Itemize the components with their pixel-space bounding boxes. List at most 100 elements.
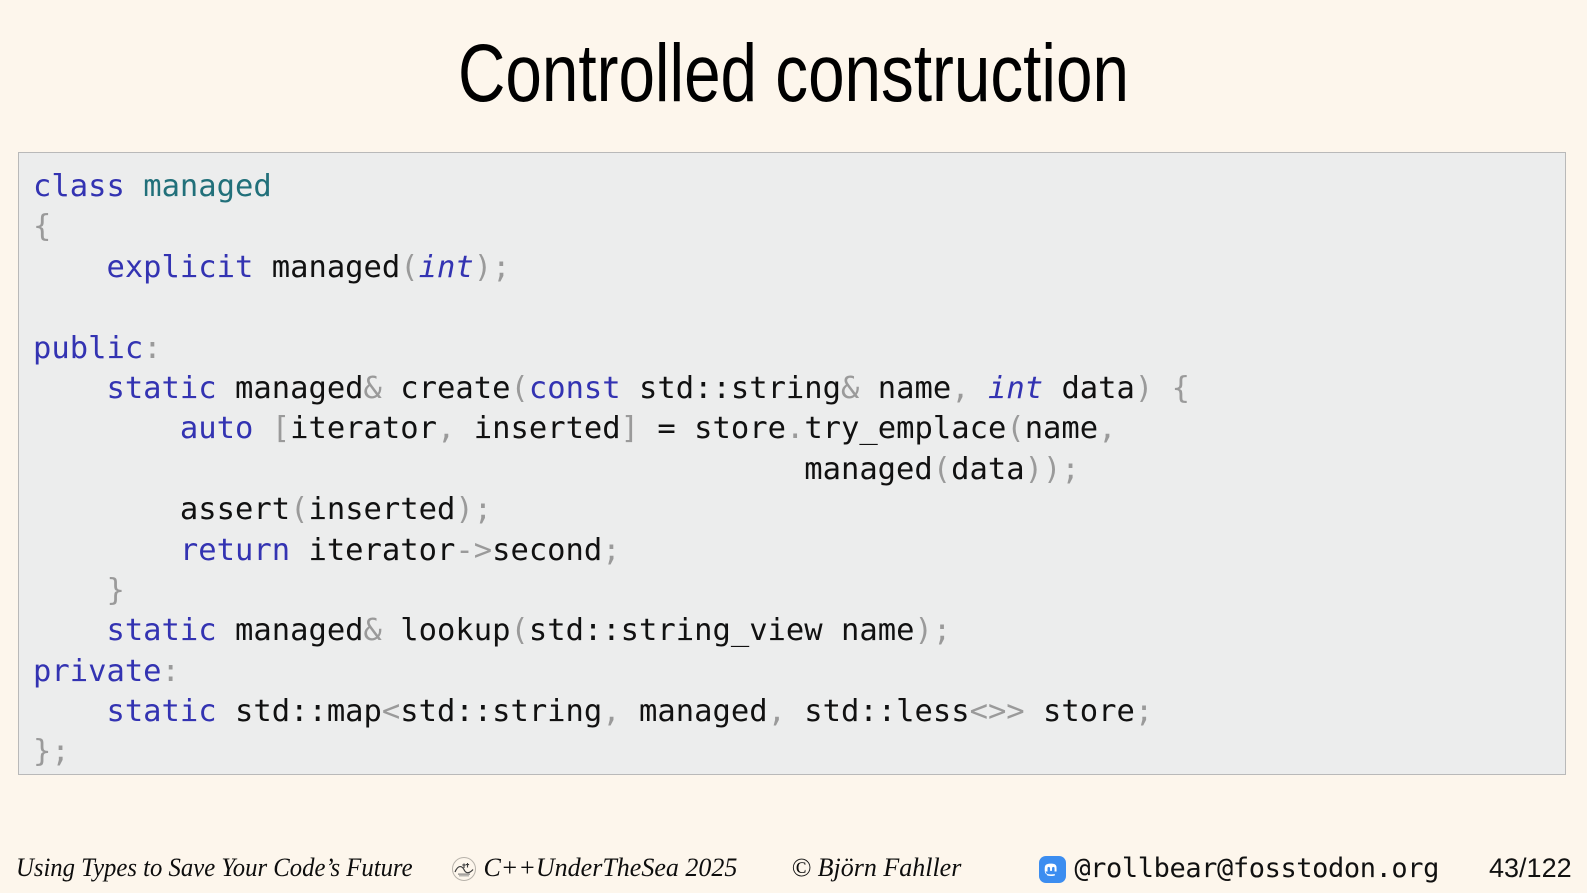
code-line: static managed& lookup(std::string_view … [33,611,1565,651]
code-token: ( [400,249,419,285]
code-token: public [33,330,144,366]
code-token: ] [620,411,640,447]
code-token: < [381,694,401,730]
code-token: ; [1061,451,1080,487]
code-token [33,613,106,648]
code-token: : [161,653,180,689]
code-token: iterator [290,411,438,447]
mastodon-icon [1039,855,1067,883]
code-token: ; [492,249,511,285]
cpp-under-the-sea-logo [451,856,477,882]
code-token: managed [143,169,272,204]
code-token [1153,371,1171,406]
code-token: ) [455,492,474,528]
code-token: std::string_view name [528,613,915,649]
code-token: , [1098,411,1117,447]
code-token: store [1024,694,1135,730]
code-token: class [33,169,125,204]
code-token: ; [1134,694,1154,730]
code-token: int [418,249,474,285]
code-line: explicit managed(int); [33,248,1565,288]
slide-footer: Using Types to Save Your Code’s Future C… [0,843,1587,893]
code-token: return [179,532,291,568]
code-line: managed(data)); [33,450,1565,490]
code-token [253,250,271,285]
code-token: data [951,451,1025,487]
code-token: managed [33,451,933,487]
code-token: { [1171,370,1191,406]
code-line: class managed [33,167,1565,207]
code-token: std::string [400,694,603,730]
code-token: ; [51,734,70,770]
code-token: std::map [216,694,382,730]
code-token: [ [271,411,291,447]
code-token: create [381,370,511,406]
code-token [33,573,106,608]
code-token [33,533,180,568]
code-token: managed [620,694,768,730]
code-token: static [106,694,217,730]
footer-conference: C++UnderTheSea 2025 [483,853,738,882]
code-token: int [987,370,1044,406]
code-token: , [767,694,786,730]
code-token: std::less [785,694,970,730]
code-token: assert [179,492,291,528]
code-token: iterator [290,532,456,568]
code-token: ( [1006,411,1025,447]
code-token: ( [932,451,952,487]
code-line: public: [33,329,1565,369]
code-token: , [951,370,970,406]
code-token: lookup [381,613,511,649]
footer-talk-title: Using Types to Save Your Code’s Future [16,853,413,882]
code-token: inserted [308,492,456,528]
code-token: , [437,411,456,447]
code-line: } [33,571,1565,611]
code-token: ( [510,613,529,649]
code-token: explicit [106,249,254,285]
footer-page-number: 43/122 [1489,852,1572,883]
page-title: Controlled construction [458,28,1129,119]
code-token [33,371,106,406]
code-token: , [602,694,621,730]
code-token: ( [290,492,309,528]
code-token: inserted [455,411,621,447]
code-token: managed [216,613,364,649]
code-token: ) [914,613,933,649]
code-token [970,371,988,406]
code-line: assert(inserted); [33,490,1565,530]
code-line: static managed& create(const std::string… [33,369,1565,409]
code-token: : [143,330,162,366]
code-token: -> [455,532,493,568]
code-token [253,411,271,446]
code-token [33,411,180,446]
code-token: ; [932,613,952,649]
code-token: } [33,734,52,770]
code-token [33,492,180,527]
code-token: ( [510,370,529,406]
code-token [33,694,106,729]
code-token: ; [602,532,621,568]
code-token: ) [1134,370,1154,406]
code-token [125,169,143,204]
code-token: static [106,370,217,406]
code-line [33,288,1565,328]
code-token: = store [639,411,786,447]
code-line: auto [iterator, inserted] = store.try_em… [33,409,1565,449]
code-token: try_emplace [804,411,1007,447]
code-token: managed [271,249,401,285]
code-token: managed [216,370,364,406]
code-token: . [785,411,805,447]
code-token: & [841,370,860,406]
code-token: } [106,572,125,608]
code-token: ; [473,492,493,528]
code-token: data [1043,370,1135,406]
code-block: class managed{ explicit managed(int); pu… [18,152,1566,775]
code-token: & [363,370,382,406]
code-token: auto [179,411,254,447]
code-token: static [106,613,217,649]
footer-mastodon-handle: @rollbear@fosstodon.org [1074,852,1440,884]
code-token: name [859,370,952,406]
code-token: )) [1024,451,1062,487]
code-token [33,250,106,285]
code-token: const [528,370,621,406]
